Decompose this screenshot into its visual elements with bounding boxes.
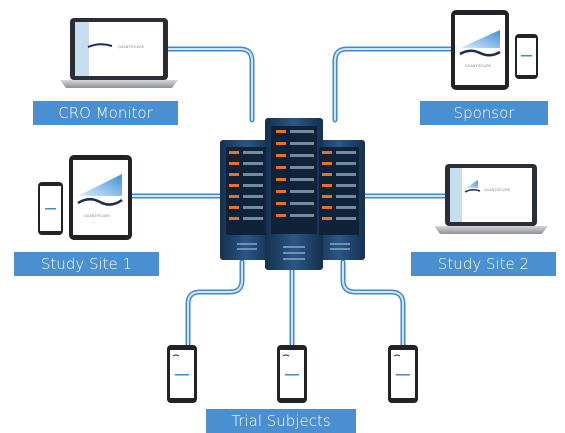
svg-text:QUANTIFICARE: QUANTIFICARE	[118, 45, 144, 49]
label-cro-monitor: CRO Monitor	[33, 101, 178, 125]
tablet-icon: QUANTIFICARE	[451, 10, 509, 90]
label-study-site-1: Study Site 1	[14, 252, 159, 276]
phone-icon	[38, 182, 63, 235]
label-study-site-2: Study Site 2	[411, 252, 556, 276]
label-trial-subjects: Trial Subjects	[206, 409, 356, 433]
network-cables	[107, 46, 455, 348]
phone-icon	[167, 345, 197, 403]
svg-text:QUANTIFICARE: QUANTIFICARE	[465, 64, 491, 68]
laptop-icon: QUANTIFICARE	[60, 18, 178, 88]
phone-icon	[388, 345, 418, 403]
tablet-icon: QUANTIFICARE	[69, 155, 132, 240]
laptop-icon: QUANTIFICARE	[434, 164, 548, 234]
label-sponsor: Sponsor	[420, 101, 548, 125]
server-rack-icon	[220, 118, 365, 270]
svg-text:QUANTIFICARE: QUANTIFICARE	[484, 188, 510, 192]
svg-text:QUANTIFICARE: QUANTIFICARE	[84, 214, 110, 218]
phone-icon	[277, 345, 307, 403]
phone-icon	[515, 34, 538, 79]
